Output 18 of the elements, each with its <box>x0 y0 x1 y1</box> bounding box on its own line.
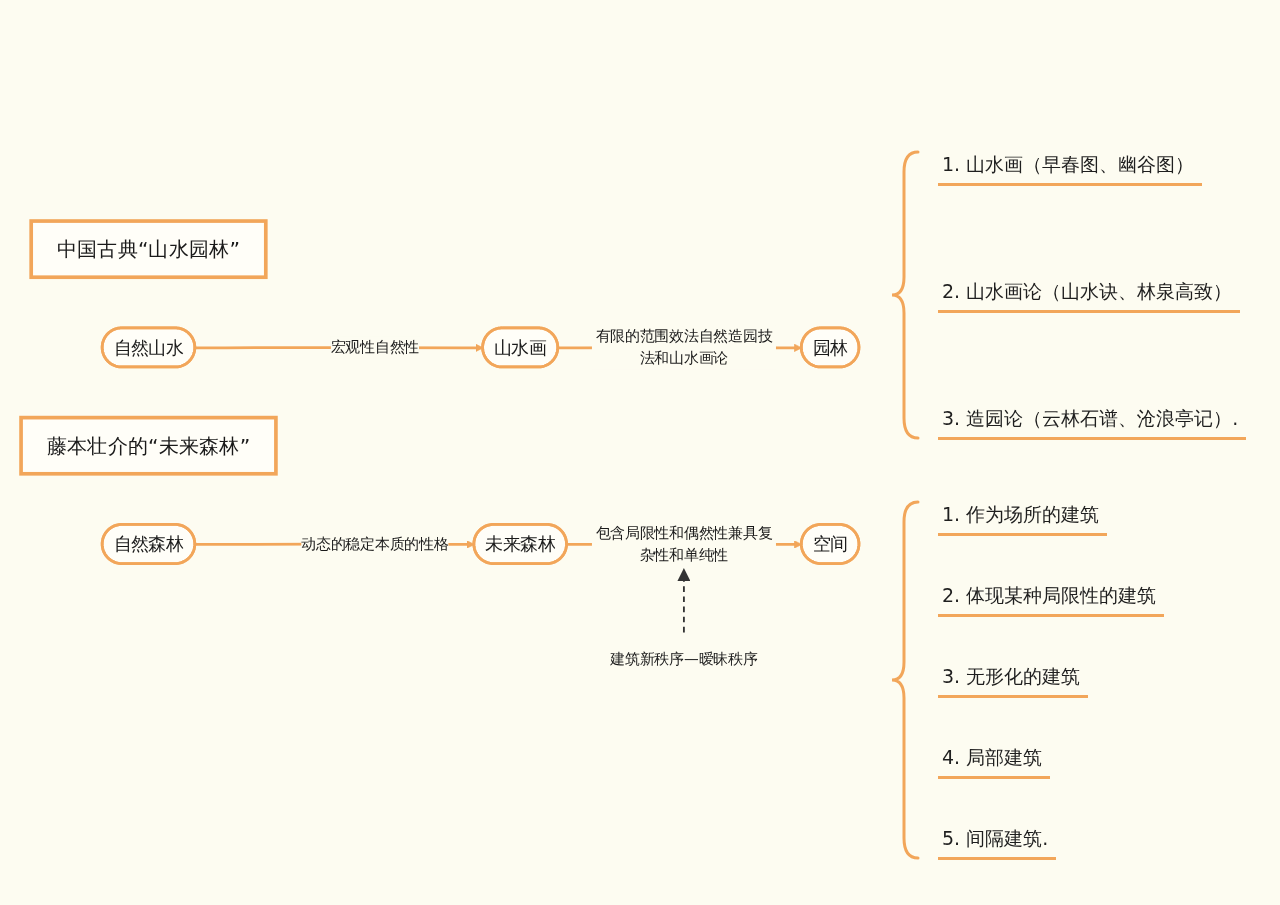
title-box: 中国古典“山水园林” <box>29 219 268 280</box>
underlined-note: 3. 造园论（云林石谱、沧浪亭记）. <box>938 404 1247 440</box>
underlined-note: 5. 间隔建筑. <box>938 824 1057 860</box>
annotation-text: 建筑新秩序—暧昧秩序 <box>610 650 758 668</box>
oval-node: 未来森林 <box>472 523 568 566</box>
underlined-note: 1. 作为场所的建筑 <box>938 500 1108 536</box>
title-box: 藤本壮介的“未来森林” <box>19 416 278 477</box>
dashed-arrow <box>677 568 691 634</box>
underlined-note: 1. 山水画（早春图、幽谷图） <box>938 150 1203 186</box>
oval-node: 空间 <box>799 523 861 566</box>
oval-node: 山水画 <box>481 326 560 369</box>
oval-node: 自然森林 <box>100 523 197 566</box>
underlined-note: 2. 山水画论（山水诀、林泉高致） <box>938 277 1241 313</box>
oval-node: 自然山水 <box>100 326 197 369</box>
underlined-note: 2. 体现某种局限性的建筑 <box>938 581 1165 617</box>
underlined-note: 3. 无形化的建筑 <box>938 662 1089 698</box>
oval-node: 园林 <box>799 326 861 369</box>
underlined-note: 4. 局部建筑 <box>938 743 1051 779</box>
